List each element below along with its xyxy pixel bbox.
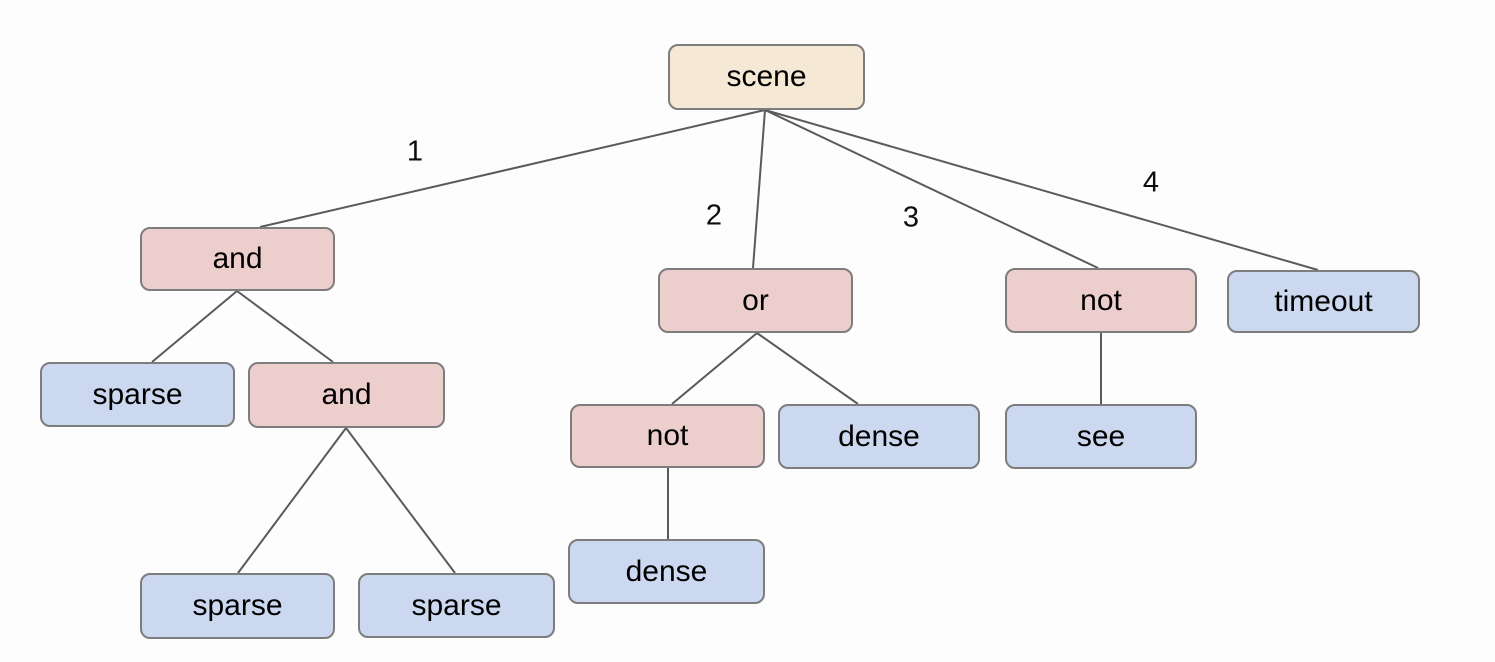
tree-node-sparse3[interactable]: sparse xyxy=(358,573,555,638)
tree-edge-and1-and2 xyxy=(236,290,334,363)
edge-label-4: 4 xyxy=(1142,166,1160,199)
tree-node-dense1[interactable]: dense xyxy=(778,404,980,469)
tree-node-timeout1[interactable]: timeout xyxy=(1227,270,1420,333)
tree-node-label: scene xyxy=(726,60,807,93)
edge-label-3: 3 xyxy=(902,201,920,234)
tree-node-label: sparse xyxy=(411,588,502,622)
tree-node-label: not xyxy=(1080,283,1122,317)
tree-node-scene[interactable]: scene xyxy=(668,44,865,110)
tree-edge-scene-and1 xyxy=(259,109,766,228)
tree-node-label: dense xyxy=(625,554,708,588)
tree-edge-and2-sparse3 xyxy=(345,427,456,574)
tree-node-label: timeout xyxy=(1274,284,1373,318)
tree-node-and1[interactable]: and xyxy=(140,227,335,291)
tree-node-sparse1[interactable]: sparse xyxy=(40,362,235,427)
tree-node-label: dense xyxy=(838,419,920,453)
tree-node-dense2[interactable]: dense xyxy=(568,539,765,604)
tree-edge-scene-or1 xyxy=(752,109,766,269)
edge-label-2: 2 xyxy=(705,199,723,232)
edge-label-1: 1 xyxy=(406,135,424,168)
tree-node-or1[interactable]: or xyxy=(658,268,853,333)
tree-edge-or1-dense1 xyxy=(756,332,859,405)
tree-edge-scene-not1 xyxy=(764,109,1099,269)
tree-edge-and2-sparse2 xyxy=(237,427,347,574)
tree-node-label: not xyxy=(646,419,689,452)
tree-node-label: see xyxy=(1076,419,1126,453)
tree-edge-scene-timeout1 xyxy=(764,109,1319,271)
tree-edge-or1-not2 xyxy=(671,332,758,405)
tree-node-label: and xyxy=(212,242,263,275)
tree-node-sparse2[interactable]: sparse xyxy=(140,573,335,639)
tree-node-label: sparse xyxy=(192,589,283,622)
tree-node-not2[interactable]: not xyxy=(570,404,765,468)
tree-node-label: or xyxy=(742,283,769,317)
tree-node-and2[interactable]: and xyxy=(248,362,445,428)
tree-node-label: and xyxy=(321,378,372,411)
tree-edge-and1-sparse1 xyxy=(151,290,238,363)
tree-node-label: sparse xyxy=(92,377,183,411)
tree-node-see1[interactable]: see xyxy=(1005,404,1197,469)
tree-node-not1[interactable]: not xyxy=(1005,268,1197,333)
